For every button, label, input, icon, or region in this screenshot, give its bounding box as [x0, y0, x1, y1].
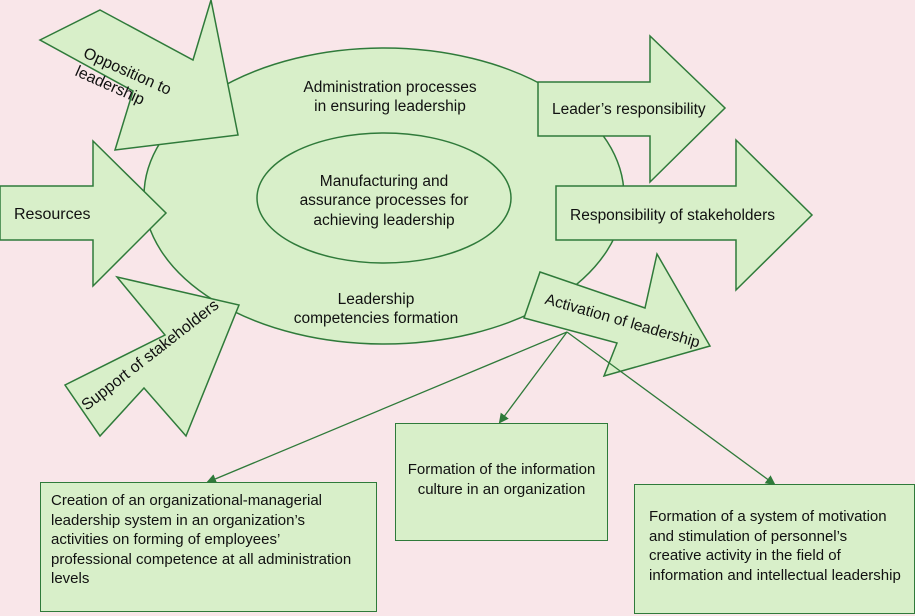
- inner-line-3: achieving leadership: [313, 211, 455, 229]
- outer-top-label: Administration processes in ensuring lea…: [290, 78, 490, 117]
- culture-line-1: Formation of the information: [407, 461, 596, 478]
- inner-label: Manufacturing and assurance processes fo…: [284, 172, 484, 230]
- outer-top-line-2: in ensuring leadership: [314, 98, 466, 116]
- system-line-2: leadership system in an organization’s: [51, 511, 306, 529]
- connector-to-motivation: [566, 331, 776, 486]
- motivation-box: Formation of a system of motivation and …: [634, 484, 915, 614]
- system-box: Creation of an organizational-managerial…: [40, 482, 377, 612]
- stakeholders-arrow: [555, 138, 814, 292]
- support-arrow: [63, 275, 241, 438]
- responsibility-label: Leader’s responsibility: [552, 101, 706, 118]
- culture-box: Formation of the information culture in …: [395, 423, 608, 541]
- culture-line-2: culture in an organization: [417, 480, 586, 498]
- outer-bottom-line-1: Leadership: [337, 291, 415, 308]
- responsibility-arrow: [537, 34, 727, 184]
- connector-to-culture: [498, 331, 568, 424]
- inner-line-2: assurance processes for: [299, 192, 469, 210]
- stakeholders-label: Responsibility of stakeholders: [570, 207, 776, 224]
- outer-bottom-line-2: competencies formation: [293, 310, 459, 328]
- resources-arrow: [0, 139, 168, 288]
- inner-line-1: Manufacturing and: [319, 173, 449, 190]
- system-line-5: levels: [51, 570, 90, 587]
- inner-ellipse: [256, 132, 512, 264]
- system-line-4: professional competence at all administr…: [51, 550, 352, 568]
- outer-bottom-label: Leadership competencies formation: [276, 290, 476, 329]
- motivation-line-3: creative activity in the field of: [649, 547, 841, 564]
- system-line-3: activities on forming of employees’: [51, 531, 281, 548]
- activation-arrow: [523, 251, 712, 378]
- motivation-line-4: information and intellectual leadership: [649, 566, 901, 584]
- system-line-1: Creation of an organizational-managerial: [51, 492, 322, 509]
- motivation-line-1: Formation of a system of motivation: [649, 508, 887, 525]
- connector-to-system: [206, 331, 568, 484]
- resources-label: Resources: [14, 206, 91, 223]
- opposition-arrow: [38, 0, 239, 151]
- outer-top-line-1: Administration processes: [303, 79, 477, 96]
- motivation-line-2: and stimulation of personnel’s: [649, 527, 848, 545]
